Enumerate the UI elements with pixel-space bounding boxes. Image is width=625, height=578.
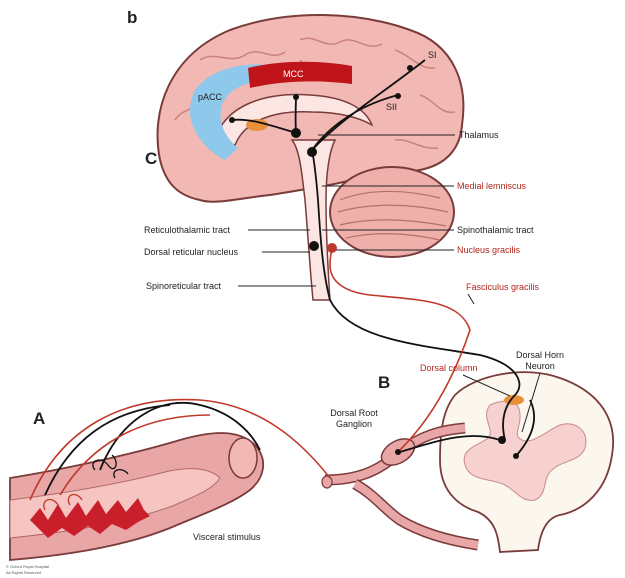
sii-label: SII: [386, 102, 397, 113]
panel-label-c: C: [145, 150, 157, 168]
dorsal-root-ganglion-label-line2: Ganglion: [324, 419, 384, 430]
dorsal-horn-neuron-label-line2: Neuron: [510, 361, 570, 372]
dorsal-root-ganglion-label-line1: Dorsal Root: [324, 408, 384, 419]
gracilis-neuron: [327, 243, 337, 253]
si-neuron: [407, 65, 413, 71]
medial-lemniscus-label: Medial lemniscus: [457, 181, 526, 192]
si-label: SI: [428, 50, 437, 61]
copyright-line-1: © Oxford Royal Hospital: [6, 564, 49, 569]
thalamus-neuron-1: [291, 128, 301, 138]
cerebellum: [330, 167, 454, 257]
visceral-stimulus-label: Visceral stimulus: [193, 532, 260, 543]
reticular-neuron: [309, 241, 319, 251]
spinothalamic-tract-label: Spinothalamic tract: [457, 225, 534, 236]
fasciculus-gracilis-label: Fasciculus gracilis: [466, 282, 539, 293]
panel-label-a: A: [33, 410, 45, 428]
thalamus-label: Thalamus: [459, 130, 499, 141]
copyright-line-2: All Rights Reserved: [6, 570, 41, 575]
dorsal-root-ganglion-label: Dorsal Root Ganglion: [324, 408, 384, 430]
spinoreticular-tract-label: Spinoreticular tract: [146, 281, 221, 292]
dorsal-horn-neuron-label: Dorsal Horn Neuron: [510, 350, 570, 372]
dorsal-reticular-nucleus-label: Dorsal reticular nucleus: [144, 247, 238, 258]
mcc-neuron: [293, 94, 299, 100]
sii-neuron: [395, 93, 401, 99]
panel-label-b: b: [127, 9, 137, 27]
pacc-neuron: [229, 117, 235, 123]
reticulothalamic-tract-label: Reticulothalamic tract: [144, 225, 230, 236]
panel-label-b-lower: B: [378, 374, 390, 392]
thalamus-neuron-2: [307, 147, 317, 157]
spinal-cord-section: [440, 372, 613, 552]
dorsal-column-label: Dorsal column: [420, 363, 478, 374]
mcc-label: MCC: [283, 69, 304, 80]
dorsal-horn-neuron-label-line1: Dorsal Horn: [510, 350, 570, 361]
pacc-label: pACC: [198, 92, 222, 103]
nucleus-gracilis-label: Nucleus gracilis: [457, 245, 520, 256]
